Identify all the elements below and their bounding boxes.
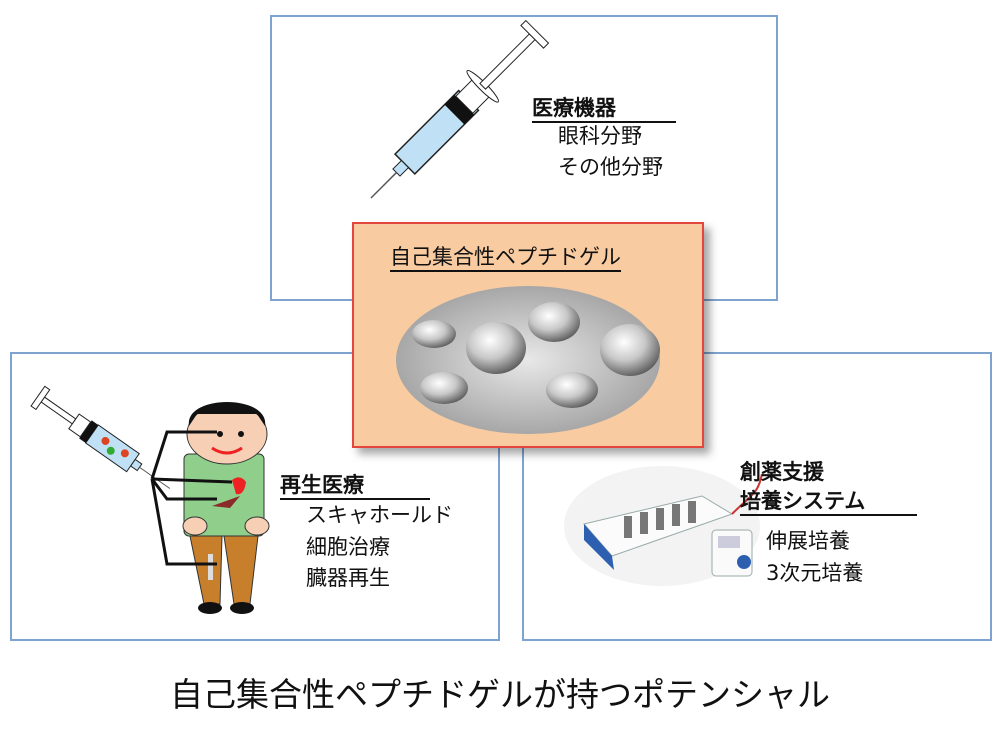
regenerative-medicine-item: スキャホールド — [306, 503, 453, 527]
syringe-icon — [370, 19, 550, 199]
drug-discovery-heading-line1: 創薬支援 — [740, 460, 824, 484]
culture-device-image — [564, 466, 763, 586]
peptide-gel-box: 自己集合性ペプチドゲル — [352, 222, 704, 448]
regenerative-medicine-item: 臓器再生 — [306, 566, 390, 590]
caption: 自己集合性ペプチドゲルが持つポテンシャル — [170, 675, 830, 714]
drug-discovery-panel: 創薬支援 培養システム 伸展培養 3次元培養 — [522, 352, 992, 641]
drug-discovery-item: 伸展培養 — [766, 529, 850, 553]
gel-droplets-image — [396, 286, 660, 434]
medical-device-heading: 医療機器 — [532, 95, 676, 123]
cell-syringe-icon — [30, 385, 171, 489]
medical-device-item: 眼科分野 — [558, 124, 642, 148]
peptide-gel-title: 自己集合性ペプチドゲル — [390, 244, 621, 272]
regenerative-medicine-item: 細胞治療 — [306, 535, 390, 559]
drug-discovery-heading-line2: 培養システム — [740, 488, 918, 516]
drug-discovery-item: 3次元培養 — [766, 561, 864, 585]
medical-device-item: その他分野 — [558, 155, 663, 179]
regenerative-medicine-panel: 再生医療 スキャホールド 細胞治療 臓器再生 — [10, 352, 500, 641]
regenerative-medicine-heading: 再生医療 — [280, 472, 430, 500]
person-illustration — [150, 402, 270, 614]
